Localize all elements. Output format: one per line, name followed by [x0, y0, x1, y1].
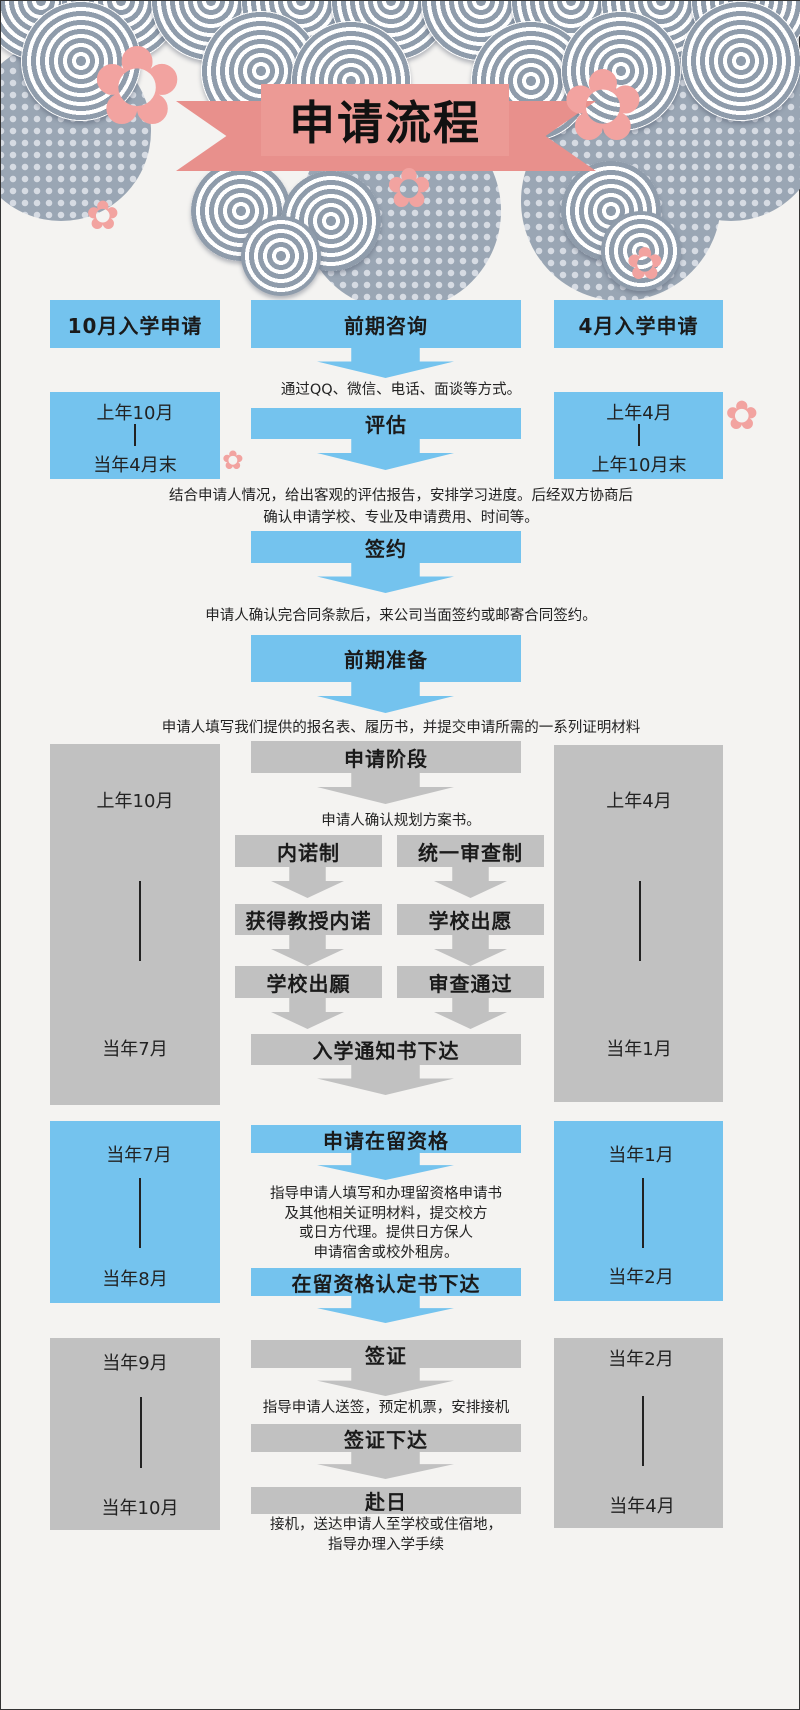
branch-right-1: 统一审查制 — [397, 835, 544, 867]
step-residence: 申请在留资格 — [251, 1125, 521, 1153]
prepare-description: 申请人填写我们提供的报名表、履历书，并提交申请所需的一系列证明材料 — [161, 720, 641, 736]
arrow-down-icon — [317, 682, 454, 713]
arrow-down-icon — [317, 439, 454, 470]
branch-left-1: 内诺制 — [235, 835, 382, 867]
apply-description: 申请人确认规划方案书。 — [321, 813, 481, 829]
arrow-down-icon — [271, 998, 344, 1029]
cherry-blossom-icon: ✿ — [561, 47, 645, 164]
timeline-right-2-start: 上年4月 — [606, 791, 672, 812]
arrow-down-icon — [317, 1153, 454, 1180]
residence-description-2: 及其他相关证明材料，提交校方 — [284, 1206, 488, 1222]
depart-description-1: 接机，送达申请人至学校或住宿地， — [270, 1517, 502, 1533]
residence-description-3: 或日方代理。提供日方保人 — [299, 1225, 473, 1241]
step-apply: 申请阶段 — [251, 741, 521, 773]
branch-left-2: 获得教授内诺 — [235, 904, 382, 935]
timeline-right-4 — [554, 1338, 723, 1528]
timeline-right-4-end: 当年4月 — [609, 1496, 675, 1517]
timeline-left-1-end: 当年4月末 — [93, 455, 177, 476]
timeline-divider — [638, 424, 640, 446]
timeline-right-1-end: 上年10月末 — [591, 455, 687, 476]
timeline-left-4 — [50, 1338, 220, 1530]
branch-right-3: 审查通过 — [397, 966, 544, 998]
october-intake-title: 10月入学申请 — [50, 300, 220, 348]
arrow-down-icon — [317, 1452, 454, 1479]
arrow-down-icon — [317, 1368, 454, 1396]
visa-description: 指导申请人送签，预定机票，安排接机 — [262, 1400, 510, 1416]
timeline-left-2-start: 上年10月 — [96, 791, 174, 812]
cherry-blossom-icon: ✿ — [86, 193, 120, 239]
timeline-divider — [139, 1178, 141, 1248]
step-sign: 签约 — [251, 531, 521, 563]
step-visa-issued: 签证下达 — [251, 1424, 521, 1452]
timeline-right-3-start: 当年1月 — [608, 1145, 674, 1166]
timeline-left-3-start: 当年7月 — [106, 1145, 172, 1166]
timeline-left-3 — [50, 1121, 220, 1303]
timeline-left-1-start: 上年10月 — [96, 403, 174, 424]
cherry-blossom-icon: ✿ — [386, 156, 433, 220]
step-residence-certificate: 在留资格认定书下达 — [251, 1268, 521, 1296]
arrow-down-icon — [317, 773, 454, 804]
timeline-divider — [642, 1396, 644, 1466]
header-decoration: 申请流程 ✿ ✿ ✿ ✿ ✿ — [1, 1, 800, 301]
timeline-divider — [140, 1397, 142, 1468]
arrow-down-icon — [434, 867, 507, 898]
arrow-down-icon — [317, 563, 454, 593]
arrow-down-icon — [317, 1065, 454, 1095]
arrow-down-icon — [434, 935, 507, 966]
timeline-right-2 — [554, 745, 723, 1102]
timeline-left-2 — [50, 744, 220, 1105]
timeline-right-3 — [554, 1121, 723, 1301]
timeline-left-3-end: 当年8月 — [102, 1269, 168, 1290]
timeline-left-4-end: 当年10月 — [101, 1498, 179, 1519]
sign-description: 申请人确认完合同条款后，来公司当面签约或邮寄合同签约。 — [205, 608, 597, 624]
arrow-down-icon — [317, 348, 454, 378]
timeline-divider — [134, 424, 136, 446]
arrow-down-icon — [317, 1296, 454, 1323]
step-depart: 赴日 — [251, 1487, 521, 1514]
evaluate-description-1: 结合申请人情况，给出客观的评估报告，安排学习进度。后经双方协商后 — [169, 488, 633, 504]
cherry-blossom-icon: ✿ — [725, 393, 759, 439]
step-admission: 入学通知书下达 — [251, 1034, 521, 1065]
cherry-blossom-icon: ✿ — [91, 22, 184, 150]
residence-description-1: 指导申请人填写和办理留资格申请书 — [270, 1186, 502, 1202]
branch-right-2: 学校出愿 — [397, 904, 544, 935]
depart-description-2: 指导办理入学手续 — [328, 1537, 444, 1553]
consult-description: 通过QQ、微信、电话、面谈等方式。 — [280, 382, 522, 398]
step-visa: 签证 — [251, 1340, 521, 1368]
timeline-divider — [642, 1178, 644, 1248]
step-evaluate: 评估 — [251, 408, 521, 439]
timeline-right-2-end: 当年1月 — [606, 1039, 672, 1060]
timeline-left-2-end: 当年7月 — [102, 1039, 168, 1060]
arrow-down-icon — [271, 867, 344, 898]
page-title: 申请流程 — [261, 84, 509, 156]
residence-description-4: 申请宿舍或校外租房。 — [313, 1245, 459, 1261]
timeline-divider — [639, 881, 641, 961]
april-intake-title: 4月入学申请 — [554, 300, 723, 348]
cherry-blossom-icon: ✿ — [222, 446, 244, 476]
timeline-right-4-start: 当年2月 — [608, 1349, 674, 1370]
timeline-left-4-start: 当年9月 — [102, 1353, 168, 1374]
step-consult: 前期咨询 — [251, 300, 521, 348]
timeline-divider — [139, 881, 141, 961]
branch-left-3: 学校出願 — [235, 966, 382, 998]
arrow-down-icon — [434, 998, 507, 1029]
arrow-down-icon — [271, 935, 344, 966]
evaluate-description-2: 确认申请学校、专业及申请费用、时间等。 — [263, 510, 539, 526]
timeline-right-1-start: 上年4月 — [606, 403, 672, 424]
step-prepare: 前期准备 — [251, 635, 521, 682]
timeline-right-3-end: 当年2月 — [608, 1267, 674, 1288]
cherry-blossom-icon: ✿ — [626, 237, 664, 290]
